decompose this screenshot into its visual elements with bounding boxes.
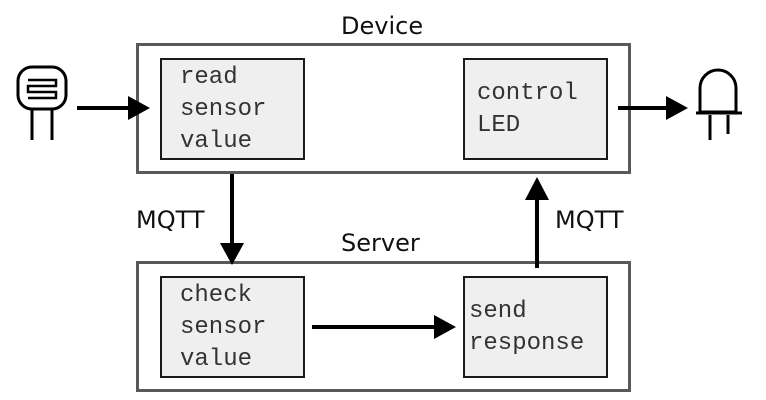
server-title: Server xyxy=(341,229,420,257)
mqtt-label-down: MQTT xyxy=(136,206,205,234)
device-title: Device xyxy=(341,12,424,40)
arrow-control-to-led xyxy=(618,96,688,120)
arrow-server-to-device xyxy=(525,177,549,268)
led-icon xyxy=(696,68,742,140)
control-led-box: control LED xyxy=(463,58,608,160)
arrow-device-to-server xyxy=(220,174,244,265)
mqtt-label-up: MQTT xyxy=(555,206,624,234)
arrow-sensor-to-read xyxy=(77,96,150,120)
read-sensor-value-box: read sensor value xyxy=(160,58,305,160)
check-sensor-value-box: check sensor value xyxy=(160,276,305,378)
arrow-check-to-send xyxy=(312,315,456,339)
light-sensor-icon xyxy=(16,65,68,140)
send-response-box: send response xyxy=(463,276,608,378)
